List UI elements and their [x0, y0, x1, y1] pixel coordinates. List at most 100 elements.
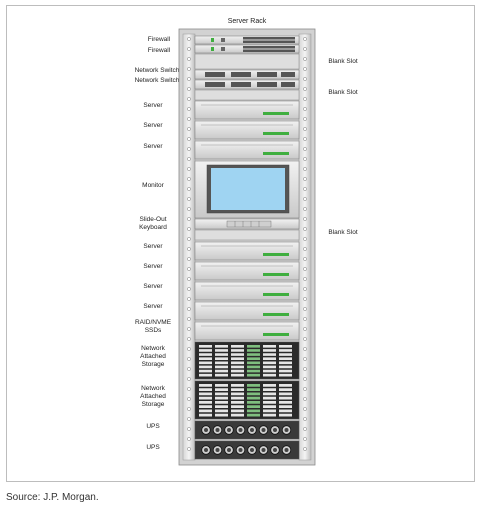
rail-screw: [187, 37, 191, 41]
rail-screw: [303, 357, 307, 361]
ups-outlet-core: [227, 448, 231, 452]
drive-bay: [215, 369, 228, 373]
network-switch-unit: [194, 69, 300, 80]
rail-screw: [187, 447, 191, 451]
drive-bay: [247, 388, 260, 391]
network-switch-unit: [194, 79, 300, 90]
drive-bay: [247, 369, 260, 373]
label-server: Server: [143, 263, 163, 270]
ups-outlet-core: [215, 428, 220, 432]
rail-screw: [303, 107, 307, 111]
rail-screw: [187, 227, 191, 231]
drive-bay: [263, 357, 276, 360]
drive-bay: [279, 361, 292, 365]
rail-screw: [187, 127, 191, 131]
label-network-attached-storage: Network: [141, 345, 166, 352]
rail-screw: [303, 337, 307, 341]
rail-screw: [303, 47, 307, 51]
rail-screw: [187, 237, 191, 241]
rail-screw: [303, 237, 307, 241]
rail-screw: [187, 327, 191, 331]
label-network-switch: Network Switch: [135, 77, 180, 84]
rail-screw: [187, 407, 191, 411]
rail-screw: [187, 417, 191, 421]
server-unit: [194, 100, 300, 120]
drive-bay: [215, 353, 228, 356]
ups-outlet-core: [261, 428, 266, 432]
label-firewall: Firewall: [148, 47, 171, 54]
rail-screw: [303, 247, 307, 251]
drive-bay: [199, 392, 212, 396]
label-server: Server: [143, 303, 163, 310]
figure-frame: Server Rack: [6, 5, 475, 482]
rail-screw: [187, 307, 191, 311]
drive-bay: [263, 365, 276, 369]
rail-screws: [187, 37, 307, 451]
drive-bay: [247, 384, 260, 387]
network-attached-storage-unit: [194, 380, 300, 420]
drive-bay: [215, 365, 228, 369]
rail-screw: [303, 217, 307, 221]
drive-bay: [231, 353, 244, 356]
ups-outlet-core: [238, 448, 243, 452]
ups-outlet-core: [250, 448, 254, 452]
diagram-title: Server Rack: [228, 18, 267, 25]
drive-bay: [199, 384, 212, 387]
drive-bay: [199, 345, 212, 348]
drive-bay: [263, 401, 276, 404]
ups-unit: [194, 420, 300, 440]
rail-screw: [187, 427, 191, 431]
drive-bay: [247, 413, 260, 417]
rail-screw: [303, 377, 307, 381]
drive-bay: [199, 413, 212, 417]
ups-outlet-core: [204, 428, 208, 432]
ups-outlet-core: [238, 428, 243, 432]
rail-screw: [187, 357, 191, 361]
label-ups: UPS: [146, 444, 160, 451]
source-note: Source: J.P. Morgan.: [6, 492, 99, 503]
rail-screw: [303, 207, 307, 211]
rail-screw: [303, 227, 307, 231]
drive-bay: [215, 392, 228, 396]
rail-screw: [303, 347, 307, 351]
rail-screw: [187, 87, 191, 91]
rail-screw: [303, 157, 307, 161]
label-network-attached-storage: Storage: [142, 401, 165, 408]
drive-bay: [231, 345, 244, 348]
drive-bay: [231, 365, 244, 369]
rail-screw: [187, 377, 191, 381]
rail-screw: [187, 217, 191, 221]
drive-bay: [199, 361, 212, 365]
drive-bay: [279, 392, 292, 396]
drive-bay: [247, 373, 260, 377]
rail-screw: [303, 277, 307, 281]
firewall-unit: [194, 35, 300, 45]
drive-bay: [247, 357, 260, 360]
label-raid-nvme: RAID/NVME: [135, 319, 172, 326]
drive-bay: [231, 373, 244, 377]
rail-screw: [187, 67, 191, 71]
rail-screw: [303, 117, 307, 121]
ups-outlet-core: [273, 448, 277, 452]
drive-bay: [199, 369, 212, 373]
drive-bay: [199, 365, 212, 369]
ups-outlet-core: [227, 428, 231, 432]
server-unit: [194, 301, 300, 321]
drive-bay: [279, 369, 292, 373]
slide-out-keyboard-unit: [194, 218, 300, 230]
label-blank-slot: Blank Slot: [328, 89, 357, 96]
rail-screw: [187, 97, 191, 101]
drive-bay: [231, 409, 244, 413]
rail-screw: [187, 47, 191, 51]
rail-screw: [303, 37, 307, 41]
rail-screw: [187, 167, 191, 171]
drive-bay: [279, 349, 292, 352]
drive-bay: [263, 353, 276, 356]
server-rack-diagram: Server Rack: [135, 18, 358, 466]
rail-screw: [303, 177, 307, 181]
drive-bay: [215, 357, 228, 360]
drive-bay: [215, 384, 228, 387]
drive-bay: [247, 396, 260, 400]
rail-screw: [187, 137, 191, 141]
drive-bay: [263, 373, 276, 377]
